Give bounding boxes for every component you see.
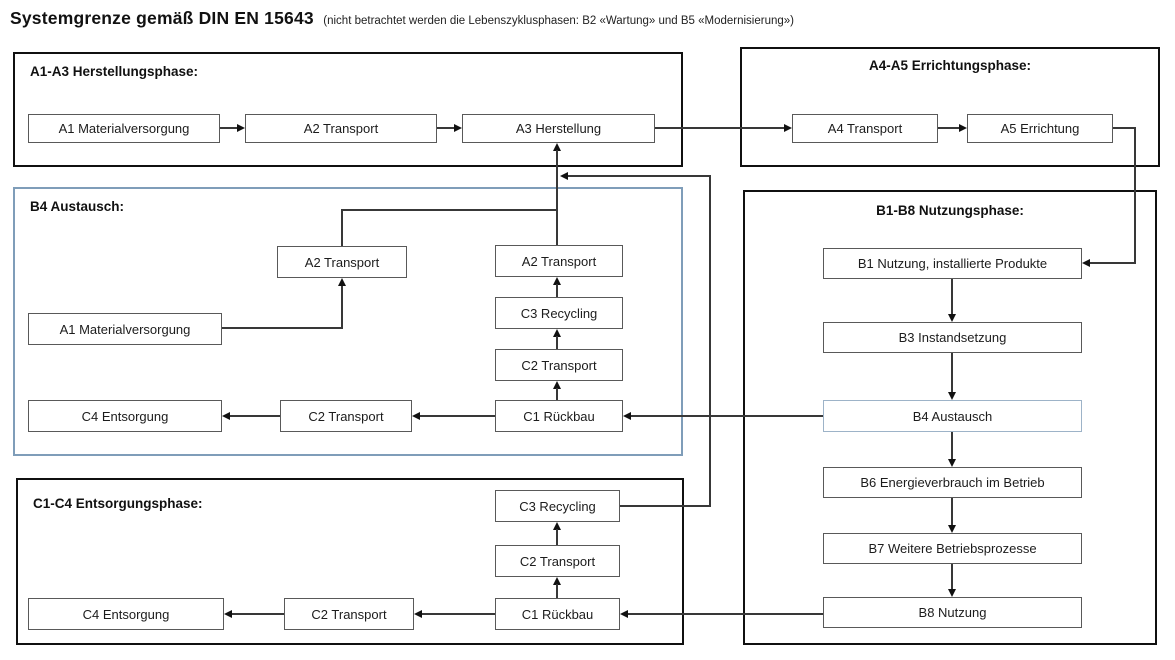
edge-a2-a3-arrowhead <box>454 124 462 132</box>
edge-ec1-c2-line <box>556 584 558 598</box>
page-subtitle: (nicht betrachtet werden die Lebenszyklu… <box>323 15 795 27</box>
edge-b4c2-c3-line <box>556 336 558 349</box>
edge-b4a1-a2-line-h <box>222 327 343 329</box>
node-herstellung-a2-transport: A2 Transport <box>245 114 437 143</box>
edge-b8-c1-line <box>628 613 823 615</box>
edge-b1-b3-arrowhead <box>948 314 956 322</box>
node-austausch-c1-rueckbau: C1 Rückbau <box>495 400 623 432</box>
edge-b4box-c1-arrowhead <box>623 412 631 420</box>
node-entsorgung-c4-entsorgung: C4 Entsorgung <box>28 598 224 630</box>
edge-loop-arrowhead <box>560 172 568 180</box>
edge-b4c3-a2-line <box>556 284 558 297</box>
node-austausch-c3-recycling: C3 Recycling <box>495 297 623 329</box>
edge-b4c1-c2mid-line <box>420 415 495 417</box>
edge-loop-line-h-bottom <box>620 505 711 507</box>
edge-ec1-c2mid-line <box>422 613 495 615</box>
edge-b4c2mid-c4-arrowhead <box>222 412 230 420</box>
edge-loop-line-v <box>709 175 711 507</box>
edge-b4c2mid-c4-line <box>230 415 280 417</box>
edge-b4c1-c2-arrowhead <box>553 381 561 389</box>
edge-b3-b4-line <box>951 353 953 393</box>
node-entsorgung-c2-transport-right: C2 Transport <box>495 545 620 577</box>
edge-a1-a2-line <box>220 127 238 129</box>
edge-b1-b3-line <box>951 279 953 316</box>
edge-ec2-c3-line <box>556 529 558 545</box>
edge-a3-a4-line <box>655 127 785 129</box>
node-entsorgung-c2-transport-mid: C2 Transport <box>284 598 414 630</box>
node-herstellung-a1-materialversorgung: A1 Materialversorgung <box>28 114 220 143</box>
edge-b6-b7-arrowhead <box>948 525 956 533</box>
edge-a5-b1-line-h1 <box>1113 127 1136 129</box>
edge-b3-b4-arrowhead <box>948 392 956 400</box>
edge-b6-b7-line <box>951 498 953 526</box>
node-entsorgung-c1-rueckbau: C1 Rückbau <box>495 598 620 630</box>
node-nutzung-b7-weitere-betriebsprozesse: B7 Weitere Betriebsprozesse <box>823 533 1082 564</box>
edge-a1-a2-arrowhead <box>237 124 245 132</box>
section-title-b4-austausch: B4 Austausch: <box>30 199 125 214</box>
edge-b4c3-a2-arrowhead <box>553 277 561 285</box>
node-errichtung-a4-transport: A4 Transport <box>792 114 938 143</box>
node-nutzung-b4-austausch: B4 Austausch <box>823 400 1082 432</box>
edge-b7-b8-arrowhead <box>948 589 956 597</box>
edge-ec2-c3-arrowhead <box>553 522 561 530</box>
section-nutzungsphase <box>743 190 1157 645</box>
edge-a5-b1-line-h2 <box>1090 262 1136 264</box>
section-title-entsorgungsphase: C1-C4 Entsorgungsphase: <box>33 496 203 511</box>
edge-a5-b1-arrowhead <box>1082 259 1090 267</box>
node-nutzung-b1-nutzung-installierte-produkte: B1 Nutzung, installierte Produkte <box>823 248 1082 279</box>
edge-ec1-c2mid-arrowhead <box>414 610 422 618</box>
section-herstellungsphase <box>13 52 683 167</box>
edge-b4c1-c2-line <box>556 388 558 400</box>
edge-loop-line-h-top <box>568 175 711 177</box>
node-errichtung-a5-errichtung: A5 Errichtung <box>967 114 1113 143</box>
edge-a4-a5-arrowhead <box>959 124 967 132</box>
edge-b8-c1-arrowhead <box>620 610 628 618</box>
edge-b4-b6-arrowhead <box>948 459 956 467</box>
section-b4-austausch <box>13 187 683 456</box>
node-austausch-a2-transport-right: A2 Transport <box>495 245 623 277</box>
node-entsorgung-c3-recycling: C3 Recycling <box>495 490 620 522</box>
node-austausch-c2-transport-mid: C2 Transport <box>280 400 412 432</box>
edge-b4a1-a2-line-v <box>341 285 343 329</box>
node-nutzung-b3-instandsetzung: B3 Instandsetzung <box>823 322 1082 353</box>
page-title: Systemgrenze gemäß DIN EN 15643 <box>10 8 314 28</box>
edge-b4c2-c3-arrowhead <box>553 329 561 337</box>
node-herstellung-a3-herstellung: A3 Herstellung <box>462 114 655 143</box>
edge-b4c1-c2mid-arrowhead <box>412 412 420 420</box>
edge-a2left-up-line-v <box>341 209 343 247</box>
node-nutzung-b8-nutzung: B8 Nutzung <box>823 597 1082 628</box>
node-austausch-a1-materialversorgung: A1 Materialversorgung <box>28 313 222 345</box>
node-nutzung-b6-energieverbrauch-im-betrieb: B6 Energieverbrauch im Betrieb <box>823 467 1082 498</box>
section-title-errichtungsphase: A4-A5 Errichtungsphase: <box>868 58 1032 73</box>
section-title-nutzungsphase: B1-B8 Nutzungsphase: <box>876 203 1024 218</box>
edge-ec1-c2-arrowhead <box>553 577 561 585</box>
edge-b4box-c1-line <box>631 415 823 417</box>
section-errichtungsphase <box>740 47 1160 167</box>
edge-a5-b1-line-v <box>1134 127 1136 264</box>
edge-a4-a5-line <box>938 127 960 129</box>
section-title-herstellungsphase: A1-A3 Herstellungsphase: <box>30 64 199 79</box>
edge-a3-a4-arrowhead <box>784 124 792 132</box>
edge-up-a3-arrowhead <box>553 143 561 151</box>
edge-b4a1-a2-arrowhead <box>338 278 346 286</box>
edge-up-a3-line <box>556 150 558 246</box>
node-austausch-c2-transport-right: C2 Transport <box>495 349 623 381</box>
edge-ec2mid-c4-arrowhead <box>224 610 232 618</box>
title-bar: Systemgrenze gemäß DIN EN 15643 (nicht b… <box>10 8 1170 29</box>
section-entsorgungsphase <box>16 478 684 645</box>
edge-b4-b6-line <box>951 432 953 460</box>
node-austausch-c4-entsorgung: C4 Entsorgung <box>28 400 222 432</box>
edge-ec2mid-c4-line <box>232 613 284 615</box>
edge-a2left-up-line-h <box>341 209 558 211</box>
edge-a2-a3-line <box>437 127 455 129</box>
edge-b7-b8-line <box>951 564 953 590</box>
node-austausch-a2-transport-left: A2 Transport <box>277 246 407 278</box>
